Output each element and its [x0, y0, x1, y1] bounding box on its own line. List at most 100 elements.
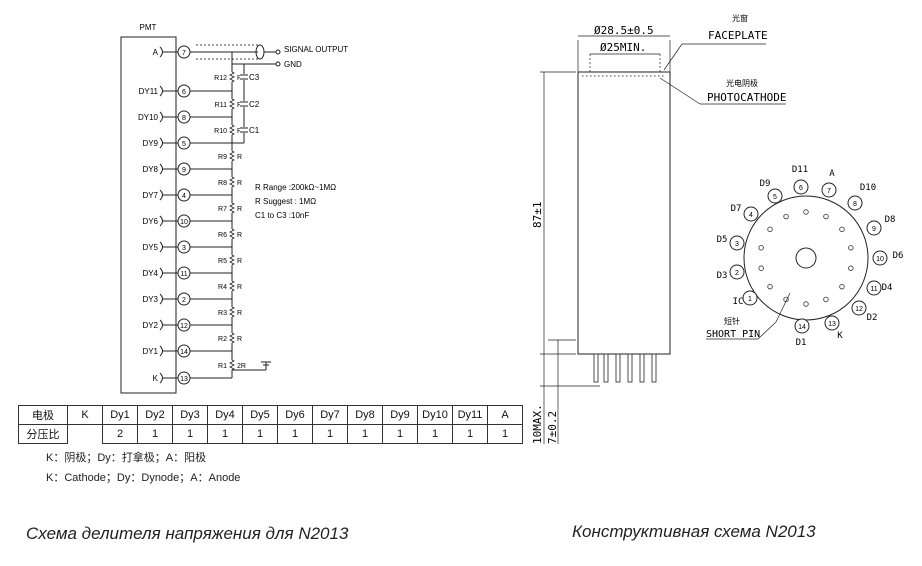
pin-electrode-label: DY5: [142, 243, 158, 252]
pin-electrode-label: DY11: [139, 87, 159, 96]
base-pin-number: 12: [855, 306, 863, 313]
base-pin-label: IC: [733, 297, 744, 307]
base-center-hole: [795, 247, 817, 269]
base-pin-number: 3: [735, 241, 739, 248]
base-pin-circle: [729, 264, 745, 280]
resistor-name: R6: [218, 232, 227, 239]
resistor: R3 R: [218, 306, 242, 318]
short-pin-en: SHORT PIN: [706, 329, 760, 340]
tube-pin: [627, 353, 633, 383]
base-pin-label: D7: [731, 204, 742, 214]
pin-hole: [839, 226, 845, 233]
pin-hole: [823, 213, 829, 220]
ratio-cell: 1: [347, 424, 383, 444]
base-pin-circle: [793, 179, 809, 195]
dim-inner-diameter: Ø25MIN.: [600, 41, 646, 54]
ground-symbol: [232, 361, 271, 371]
tube-pin: [593, 353, 599, 383]
base-pin: 9D8: [866, 215, 895, 236]
pin-hole: [823, 296, 829, 303]
ratio-cell: 1: [487, 424, 523, 444]
dim-pin-length: 10MAX.: [531, 404, 544, 444]
pin-electrode-label: DY9: [142, 139, 158, 148]
base-pin-number: 6: [799, 185, 803, 192]
ratio-header-cell: 分压比: [18, 424, 68, 444]
base-pin: 7A: [821, 169, 837, 198]
base-pin-number: 1: [748, 296, 752, 303]
resistor-specs: R Range :200kΩ~1MΩ R Suggest : 1MΩ C1 to…: [255, 183, 336, 220]
output-group: SIGNAL OUTPUT GND: [192, 44, 348, 69]
base-pin-holes: [758, 209, 854, 307]
tube-drawing: Ø28.5±0.5 Ø25MIN. 光窗 FACEPLATE 光电阴极 PHOT…: [531, 13, 786, 444]
base-pin-number: 8: [853, 201, 857, 208]
base-pin-label: K: [837, 331, 843, 341]
pin-hole: [758, 265, 764, 271]
resistor-value: R: [237, 154, 242, 161]
base-pin-number: 10: [876, 256, 884, 263]
resistor-name: R5: [218, 258, 227, 265]
resistor-value: R: [237, 206, 242, 213]
pin-hole: [803, 301, 809, 307]
electrode-cell: K: [67, 405, 103, 425]
base-pin-number: 7: [827, 188, 831, 195]
capacitor: C2: [240, 100, 260, 109]
pin-electrode-label: DY8: [142, 165, 158, 174]
resistor-value: R: [237, 336, 242, 343]
tube-body: [577, 71, 671, 355]
electrode-cell: Dy4: [207, 405, 243, 425]
base-pin-circle: [872, 250, 888, 266]
base-pin-circle: [821, 182, 837, 198]
base-pin: 13K: [824, 315, 843, 341]
resistor: R9 R: [218, 150, 242, 162]
tube-pins: [593, 353, 657, 383]
resistor-name: R9: [218, 154, 227, 161]
capacitor: C1: [240, 126, 260, 135]
capacitor: C3: [240, 73, 260, 82]
base-pin-circle: [847, 195, 863, 211]
base-pin-label: D9: [760, 179, 771, 189]
base-pin-circle: [743, 206, 759, 222]
pin-electrode-label: DY6: [142, 217, 158, 226]
pin-number: 8: [182, 115, 186, 122]
resistor-value: R: [237, 310, 242, 317]
resistor-value: R: [237, 75, 242, 82]
pin-electrode-label: DY10: [138, 113, 159, 122]
base-pin-number: 9: [872, 226, 876, 233]
pin-electrode-label: DY1: [142, 347, 158, 356]
electrode-cell: Dy5: [242, 405, 278, 425]
resistor-value: R: [237, 258, 242, 265]
resistor-value: R: [237, 128, 242, 135]
electrode-cell: Dy7: [312, 405, 348, 425]
ratio-cell: 1: [452, 424, 488, 444]
base-pin-number: 2: [735, 270, 739, 277]
base-pin-circle: [794, 318, 810, 334]
resistor-name: R4: [218, 284, 227, 291]
pin-number: 4: [182, 193, 186, 200]
base-pin-label: D2: [867, 313, 878, 323]
pin-hole: [848, 245, 854, 251]
resistor-name: R1: [218, 363, 227, 370]
resistor-name: R3: [218, 310, 227, 317]
resistor-value: R: [237, 180, 242, 187]
base-pin-number: 11: [870, 286, 877, 293]
spec-line-3: C1 to C3 :10nF: [255, 211, 309, 220]
signal-output-label: SIGNAL OUTPUT: [284, 45, 348, 54]
electrode-header-cell: 电极: [18, 405, 68, 425]
electrode-cell: Dy8: [347, 405, 383, 425]
base-pin-number: 5: [773, 194, 777, 201]
